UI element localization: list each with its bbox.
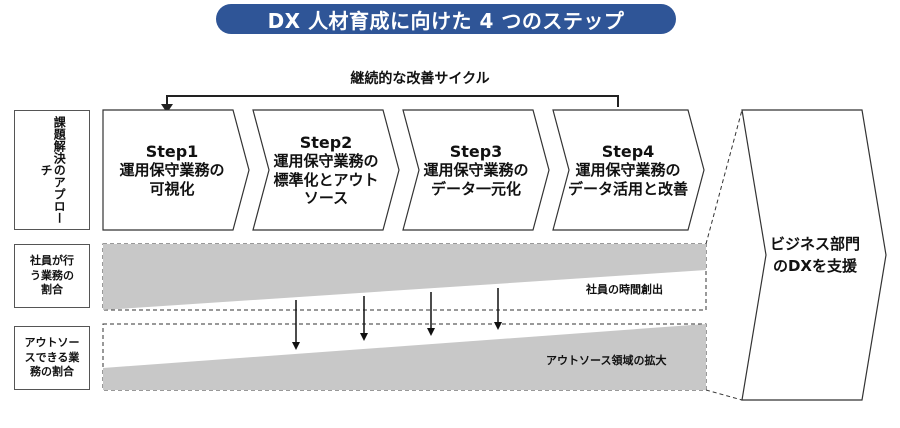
outsource-band-fill <box>103 324 706 390</box>
employee-time-label: 社員の時間創出 <box>586 283 663 296</box>
shift-arrows <box>292 288 502 350</box>
step4-chevron <box>552 109 705 231</box>
step3-chevron <box>402 109 550 231</box>
cycle-arrow-icon <box>161 104 173 113</box>
approach-label-text: 課題解決のアプローチ <box>39 116 67 224</box>
outsource-band-outline <box>102 323 707 391</box>
employee-work-label-line: 社員が行 <box>30 253 74 267</box>
employee-work-label-line: う業務の <box>30 268 74 282</box>
step2-chevron <box>252 109 400 231</box>
outsource-work-label-line: スできる業 <box>24 350 80 364</box>
target-box <box>741 109 887 401</box>
outsource-work-row-label: アウトソー スできる業 務の割合 <box>14 326 90 390</box>
approach-row-label: 課題解決のアプローチ <box>14 110 90 230</box>
cycle-label: 継続的な改善サイクル <box>350 71 490 87</box>
page-title: DX 人材育成に向けた 4 つのステップ <box>216 4 676 34</box>
cycle-line-left-drop <box>166 95 168 107</box>
outsource-work-label-line: 務の割合 <box>30 365 74 379</box>
employee-band-fill <box>103 244 706 310</box>
target-text: ビジネス部門 のDXを支援 <box>756 110 874 400</box>
employee-work-label-line: 割合 <box>41 283 63 297</box>
employee-work-row-label: 社員が行 う業務の 割合 <box>14 244 90 308</box>
step1-chevron <box>102 109 250 231</box>
cycle-line-right-drop <box>617 95 619 107</box>
target-line: ビジネス部門 <box>769 234 860 253</box>
cycle-line-horizontal <box>166 95 618 97</box>
target-line: のDXを支援 <box>772 257 858 275</box>
connector-top <box>705 109 743 245</box>
outsource-expansion-label: アウトソース領域の拡大 <box>546 354 667 367</box>
connector-bottom <box>705 389 743 401</box>
outsource-work-label-line: アウトソー <box>24 335 80 349</box>
